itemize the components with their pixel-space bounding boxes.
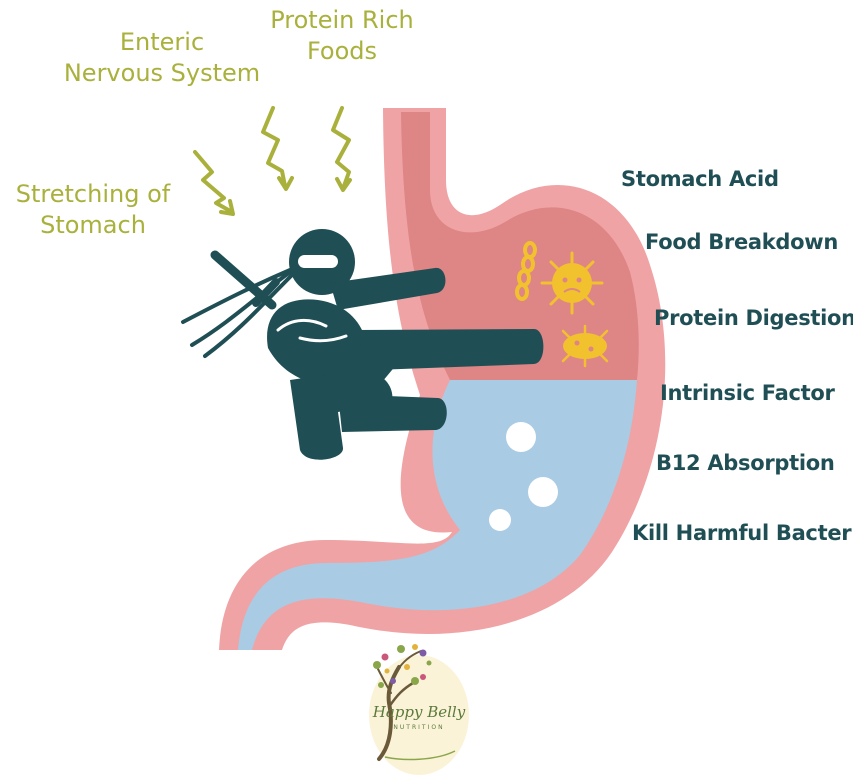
trigger-line: Protein Rich [257, 5, 427, 36]
arrow-stretching-icon [195, 152, 232, 212]
function-protein-digestion: Protein Digestion [654, 305, 853, 331]
virus-icon [542, 253, 602, 313]
logo-name: Happy Belly [363, 703, 475, 721]
trigger-enteric-nervous-system: Enteric Nervous System [62, 27, 262, 89]
bubble-icon [528, 477, 558, 507]
function-b12-absorption: B12 Absorption [656, 450, 835, 476]
bubble-icon [489, 509, 511, 531]
trigger-line: Enteric [62, 27, 262, 58]
logo-subtitle: NUTRITION [363, 724, 475, 731]
happy-belly-logo: Happy Belly NUTRITION [363, 637, 475, 777]
function-food-breakdown: Food Breakdown [645, 229, 838, 255]
trigger-stretching-of-stomach: Stretching of Stomach [8, 179, 178, 241]
function-intrinsic-factor: Intrinsic Factor [660, 380, 835, 406]
function-stomach-acid: Stomach Acid [621, 166, 779, 192]
arrow-nervous-icon [263, 108, 285, 186]
trigger-line: Foods [257, 36, 427, 67]
trigger-line: Nervous System [62, 58, 262, 89]
bubble-icon [506, 422, 536, 452]
function-kill-harmful-bacteria: Kill Harmful Bacteria [632, 520, 853, 546]
trigger-line: Stretching of [8, 179, 178, 210]
arrow-protein-icon [333, 108, 349, 186]
trigger-line: Stomach [8, 210, 178, 241]
trigger-protein-rich-foods: Protein Rich Foods [257, 5, 427, 67]
